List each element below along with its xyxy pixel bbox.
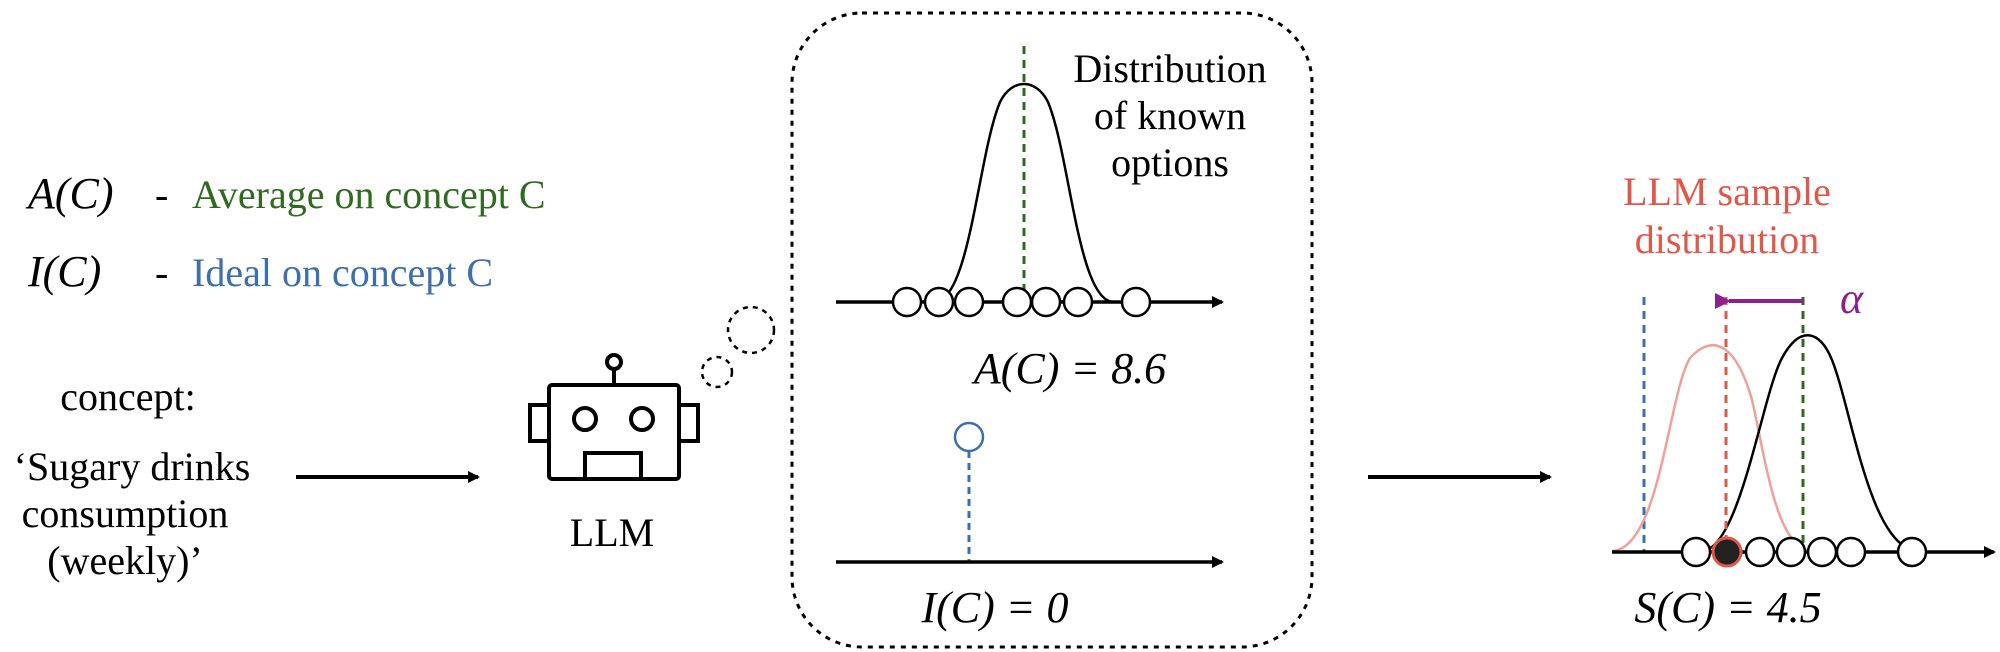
- known-options-curve: [934, 82, 1114, 304]
- output-option-markers: [1680, 536, 1928, 568]
- legend-avg-text: Average on concept C: [192, 172, 546, 217]
- concept-line-1: ‘Sugary drinks: [14, 444, 251, 489]
- concept-line-3: (weekly)’: [47, 538, 202, 583]
- score-equation: S(C) = 4.5: [1634, 583, 1821, 632]
- bubble-title-line-1: Distribution: [1073, 46, 1266, 91]
- llm-label: LLM: [570, 510, 654, 555]
- option-marker: [1062, 286, 1094, 318]
- concept-label: concept:: [60, 374, 196, 419]
- alpha-symbol: α: [1840, 274, 1864, 323]
- option-marker: [1896, 536, 1928, 568]
- legend-ideal-text: Ideal on concept C: [192, 250, 493, 295]
- thought-box: [790, 11, 1314, 649]
- known-option-markers: [891, 286, 1152, 318]
- concept-block: concept: ‘Sugary drinks consumption (wee…: [14, 374, 251, 583]
- thought-bubble-small: [700, 355, 734, 389]
- legend-ideal-dash: -: [155, 250, 168, 295]
- option-marker: [953, 286, 985, 318]
- legend-avg-symbol: A(C): [25, 169, 114, 218]
- option-marker: [1835, 536, 1867, 568]
- option-marker: [1120, 286, 1152, 318]
- concept-line-2: consumption: [22, 491, 229, 536]
- thought-bubble-large: [726, 305, 776, 355]
- option-marker: [1001, 286, 1033, 318]
- option-marker: [1030, 286, 1062, 318]
- option-marker: [1806, 536, 1838, 568]
- sample-curve: [1611, 344, 1813, 553]
- sample-marker: [1711, 536, 1743, 568]
- avg-equation: A(C) = 8.6: [971, 344, 1166, 393]
- legend: A(C) - Average on concept C I(C) - Ideal…: [25, 169, 546, 296]
- legend-ideal-symbol: I(C): [27, 247, 101, 296]
- ideal-equation: I(C) = 0: [921, 583, 1069, 632]
- option-marker: [891, 286, 923, 318]
- option-marker: [1744, 536, 1776, 568]
- output-known-curve: [1701, 334, 1919, 553]
- legend-avg-dash: -: [155, 172, 168, 217]
- output-title-line-2: distribution: [1635, 217, 1819, 262]
- output-title-line-1: LLM sample: [1623, 169, 1831, 214]
- bubble-title-line-3: options: [1111, 140, 1229, 185]
- option-marker: [1775, 536, 1807, 568]
- option-marker: [1680, 536, 1712, 568]
- option-marker: [923, 286, 955, 318]
- ideal-marker: [953, 421, 985, 453]
- bubble-title-line-2: of known: [1094, 93, 1246, 138]
- robot-icon: [528, 353, 700, 481]
